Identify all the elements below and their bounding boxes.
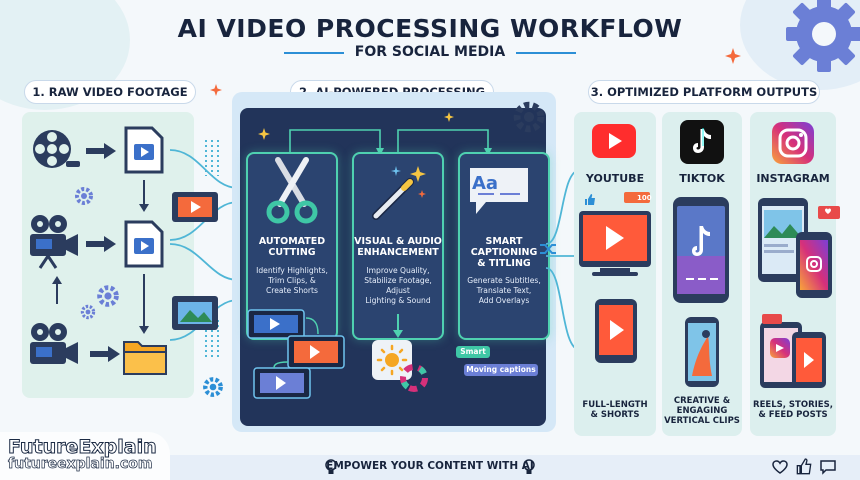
sparkle-icon [444, 112, 454, 122]
scissors-icon [266, 157, 318, 224]
video-clip-stack [247, 309, 345, 399]
step-description: Create Shorts [266, 286, 318, 295]
gear-icon [203, 377, 223, 397]
platform-caption: REELS, STORIES, [753, 400, 833, 410]
phone-video-icon [595, 299, 637, 363]
gear-icon [786, 0, 860, 72]
brand-name: FutureExplain [8, 436, 158, 459]
caption-tag-moving: Moving captions [464, 364, 538, 376]
section-label-outputs: 3. OPTIMIZED PLATFORM OUTPUTS [588, 80, 820, 104]
platform-caption: VERTICAL CLIPS [664, 416, 740, 426]
arrow-right-icon [86, 143, 116, 159]
platform-name: YOUTUBE [585, 172, 645, 185]
step-description: Generate Subtitles, [467, 276, 541, 285]
platform-caption: FULL-LENGTH [582, 400, 648, 410]
tiktok-logo-icon [680, 120, 724, 164]
sparkle-icon [725, 48, 741, 64]
brand-watermark [0, 432, 170, 480]
step-title: SMART [485, 236, 523, 247]
gear-icon [513, 101, 545, 133]
caption-bubble-icon [470, 168, 528, 214]
notification-badge [624, 192, 650, 203]
gear-icon [97, 285, 119, 307]
sparkle-icon [210, 84, 222, 96]
footer-bar [170, 455, 860, 480]
page-subtitle: FOR SOCIAL MEDIA [354, 44, 506, 60]
step-description: Improve Quality, [366, 266, 430, 275]
step-title: AUTOMATED [258, 236, 326, 247]
section-label-raw: 1. RAW VIDEO FOOTAGE [24, 80, 196, 104]
gear-icon [75, 187, 93, 205]
instagram-logo-icon [772, 122, 814, 164]
step-description: Identify Highlights, [256, 266, 328, 275]
gear-icon [80, 304, 96, 320]
arrow-down-icon [139, 274, 149, 334]
heart-icon [772, 460, 788, 474]
light-bulb-icon [325, 459, 337, 474]
subtitle-line-left [284, 52, 344, 54]
platform-caption: CREATIVE & [673, 396, 731, 406]
thumbs-up-icon [796, 458, 812, 475]
video-clip-icon [172, 296, 218, 330]
phone-video-icon [673, 197, 729, 303]
video-clip-icon [172, 192, 218, 222]
youtube-logo-icon [592, 124, 636, 158]
step-description: Trim Clips, & [268, 276, 316, 285]
step-title: CUTTING [268, 247, 316, 258]
folder-icon [123, 341, 167, 375]
thumbs-up-icon [585, 194, 595, 205]
caption-tag-smart: Smart [456, 346, 490, 358]
step-description: Lighting & Sound [365, 296, 431, 305]
sparkle-icon [258, 128, 270, 140]
platform-caption: ENGAGING [676, 406, 728, 416]
step-description: Translate Text, [476, 286, 532, 295]
magic-wand-icon [372, 166, 426, 220]
step-title: VISUAL & AUDIO [354, 236, 442, 247]
step-description: Stabilize Footage, [364, 276, 432, 285]
arrow-right-icon [86, 236, 116, 252]
phone-video-icon [685, 317, 719, 387]
step-title: & TITLING [477, 258, 531, 269]
feed-post-icon [758, 198, 832, 298]
platform-name: TIKTOK [679, 172, 725, 185]
monitor-video-icon [579, 211, 651, 276]
step-title: ENHANCEMENT [357, 247, 439, 258]
step-description: Adjust [386, 286, 410, 295]
brand-url: futureexplain.com [8, 456, 153, 473]
step-card-enhancement [352, 152, 444, 340]
arrow-up-icon [52, 276, 62, 304]
light-bulb-icon [523, 459, 535, 474]
platform-caption: & SHORTS [590, 410, 640, 420]
shuffle-icon [540, 244, 556, 254]
arrow-down-icon [393, 314, 403, 338]
comment-icon [820, 460, 836, 475]
subtitle-line-right [516, 52, 576, 54]
stories-icon [760, 314, 826, 388]
platform-caption: & FEED POSTS [758, 410, 828, 420]
brightness-adjust-icon [372, 340, 428, 392]
movie-camera-icon [30, 323, 78, 364]
video-file-icon [124, 220, 164, 268]
arrow-down-icon [139, 180, 149, 212]
footer-tagline: EMPOWER YOUR CONTENT WITH AI [326, 460, 534, 472]
film-reel-icon [33, 130, 80, 168]
step-title: CAPTIONING [470, 247, 538, 258]
step-description: Add Overlays [478, 296, 530, 305]
notification-count: 100 [637, 193, 652, 202]
caption-glyph: Aa [472, 173, 499, 194]
video-file-icon [124, 126, 164, 174]
platform-name: INSTAGRAM [756, 172, 830, 185]
movie-camera-icon [30, 215, 78, 269]
page-title: AI VIDEO PROCESSING WORKFLOW [177, 14, 683, 43]
heart-notification-icon [818, 206, 840, 219]
arrow-right-icon [90, 346, 120, 362]
